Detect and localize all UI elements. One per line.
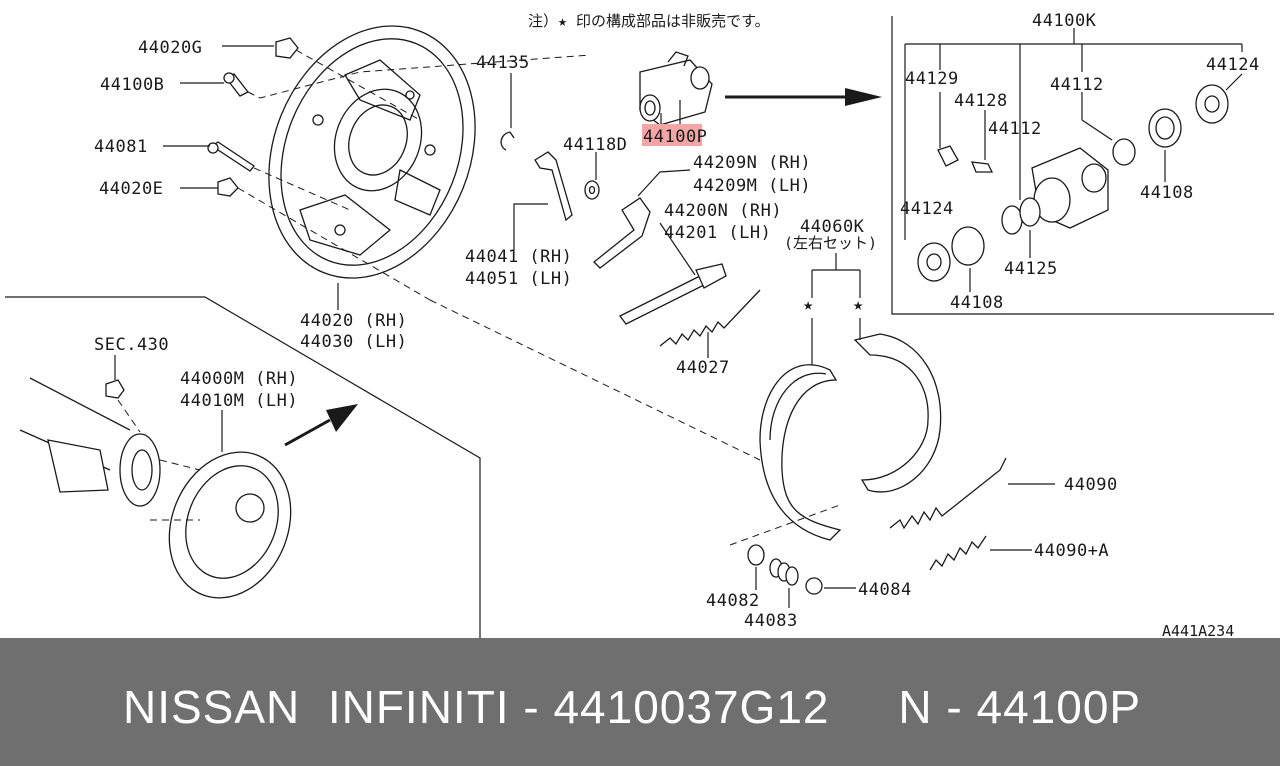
star-left: ★ (803, 295, 814, 315)
spring-44090A (929, 535, 987, 571)
label-44209N: 44209N (RH) (693, 153, 811, 173)
spring-44090 (889, 457, 1007, 530)
lever-44041 (534, 151, 573, 222)
lever-44209N (593, 197, 651, 269)
shoe-right (853, 333, 942, 493)
label-44030: 44030 (LH) (300, 332, 407, 352)
label-44112-mid: 44112 (988, 119, 1042, 139)
label-44100P: 44100P (643, 127, 707, 147)
washer-44118D (584, 180, 600, 200)
label-44124-left: 44124 (900, 199, 954, 219)
label-44090: 44090 (1064, 475, 1118, 495)
label-44020G: 44020G (138, 38, 202, 58)
star-right: ★ (853, 295, 864, 315)
retainer-44082 (747, 544, 765, 566)
nut-sec430 (105, 379, 125, 399)
label-44100K: 44100K (1032, 11, 1097, 31)
bolt-44100B (223, 72, 249, 97)
label-44108-right: 44108 (1140, 183, 1194, 203)
label-44108-bottom: 44108 (950, 293, 1004, 313)
shoe-left (759, 364, 842, 541)
label-44081: 44081 (94, 137, 148, 157)
cap-44129 (937, 145, 959, 167)
nut-44020E (217, 177, 239, 197)
label-44060K-set: (左右セット) (784, 234, 877, 252)
label-44027: 44027 (676, 358, 730, 378)
label-44020E: 44020E (99, 179, 163, 199)
label-44090A: 44090+A (1034, 541, 1109, 561)
bolt-44081 (207, 141, 255, 172)
wheel-cylinder-44100P (639, 51, 713, 126)
bleeder-44128 (970, 161, 994, 173)
label-44112-top: 44112 (1050, 75, 1104, 95)
label-44124-top: 44124 (1206, 55, 1260, 75)
label-44041: 44041 (RH) (465, 247, 572, 267)
label-44209M: 44209M (LH) (693, 176, 811, 196)
diagram-code: A441A234 (1162, 622, 1234, 638)
axle-assembly (19, 377, 292, 599)
label-44010M: 44010M (LH) (180, 391, 298, 411)
label-44118D: 44118D (563, 135, 627, 155)
highlight-44100P (642, 124, 702, 146)
clip-44135 (500, 131, 515, 151)
part-number-banner (0, 638, 1280, 766)
label-44129: 44129 (905, 69, 959, 89)
backing-plate (268, 25, 476, 279)
spring-44083 (769, 558, 799, 586)
label-44083: 44083 (744, 611, 798, 631)
label-44128: 44128 (954, 91, 1008, 111)
label-44082: 44082 (706, 591, 760, 611)
label-44125: 44125 (1004, 259, 1058, 279)
label-44000M: 44000M (RH) (180, 369, 298, 389)
label-44020: 44020 (RH) (300, 311, 407, 331)
boot-44124 (1195, 84, 1229, 124)
pin-44084 (805, 577, 823, 595)
body-44100K (1031, 147, 1109, 229)
part-number-text: NISSAN INFINITI - 4410037G12 N - 44100P (123, 681, 1142, 733)
piston-44108 (1148, 108, 1182, 148)
spring-44125 (1001, 197, 1041, 235)
seal-44112 (1112, 138, 1136, 166)
adjuster-44200N (619, 263, 727, 325)
bolt-44020G (275, 37, 299, 59)
label-sec430: SEC.430 (94, 335, 169, 355)
spring-44027 (659, 289, 761, 347)
label-44100B: 44100B (100, 75, 164, 95)
label-44084: 44084 (858, 580, 912, 600)
parts-diagram: 注）★ 印の構成部品は非販売です。 (5, 11, 1274, 638)
label-44060K: 44060K (800, 217, 865, 237)
piston-44108-b (951, 226, 985, 266)
boot-44124-b (917, 242, 951, 282)
label-44200N: 44200N (RH) (664, 201, 782, 221)
label-44051: 44051 (LH) (465, 269, 572, 289)
label-44201: 44201 (LH) (664, 223, 771, 243)
label-44135: 44135 (476, 53, 530, 73)
non-sale-note: 注）★ 印の構成部品は非販売です。 (528, 12, 770, 30)
